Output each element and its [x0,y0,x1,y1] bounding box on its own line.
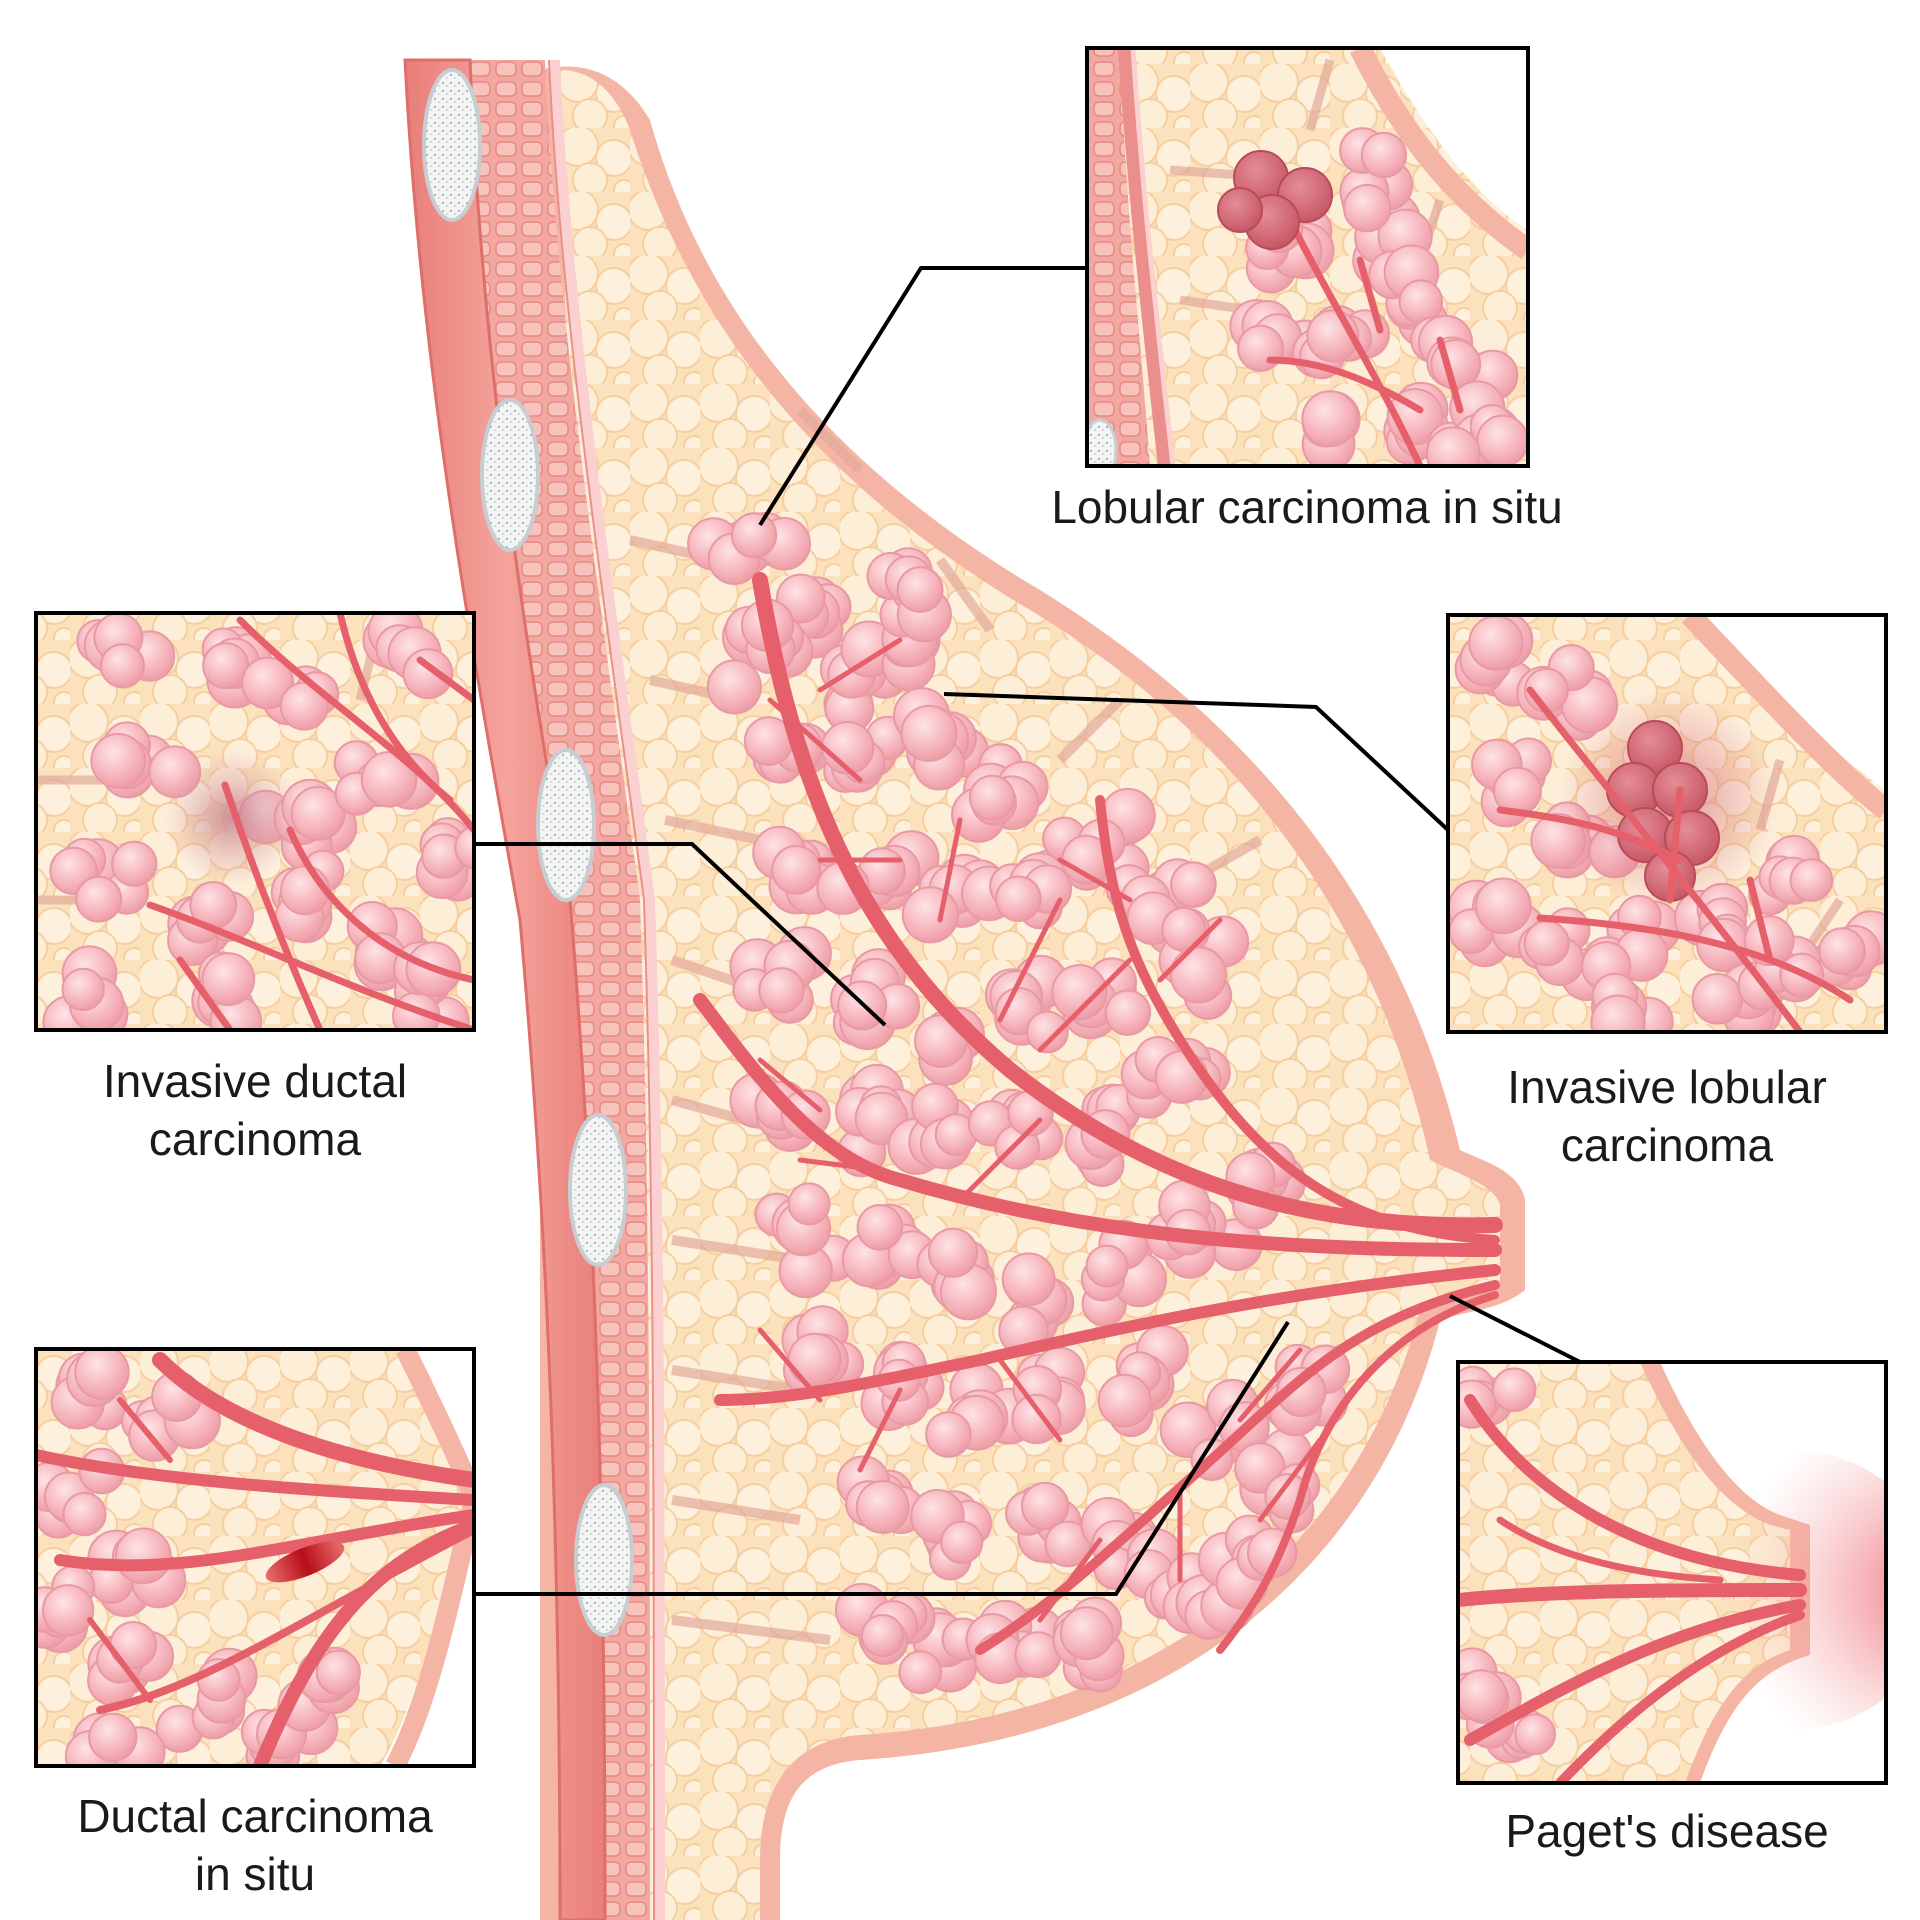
label-ilc-line-2: carcinoma [1432,1116,1902,1174]
inset-dcis [22,1346,474,1782]
label-lobular-carcinoma-in-situ: Lobular carcinoma in situ [1037,478,1577,536]
label-paget-line-1: Paget's disease [1432,1802,1902,1860]
label-pagets-disease: Paget's disease [1432,1802,1902,1860]
inset-idc [36,604,497,1048]
inset-paget [1445,1362,1920,1783]
label-invasive-ductal-carcinoma: Invasive ductal carcinoma [20,1052,490,1168]
callout-line-paget [1450,1296,1580,1362]
inset-ilc [1448,613,1899,1055]
label-dcis-line-2: in situ [20,1845,490,1903]
label-lcis-line-1: Lobular carcinoma in situ [1037,478,1577,536]
idc-lesion [164,750,300,886]
label-idc-line-2: carcinoma [20,1110,490,1168]
label-invasive-lobular-carcinoma: Invasive lobular carcinoma [1432,1058,1902,1174]
label-ductal-carcinoma-in-situ: Ductal carcinoma in situ [20,1787,490,1903]
label-dcis-line-1: Ductal carcinoma [20,1787,490,1845]
label-ilc-line-1: Invasive lobular [1432,1058,1902,1116]
label-idc-line-1: Invasive ductal [20,1052,490,1110]
inset-lcis [1084,48,1528,480]
